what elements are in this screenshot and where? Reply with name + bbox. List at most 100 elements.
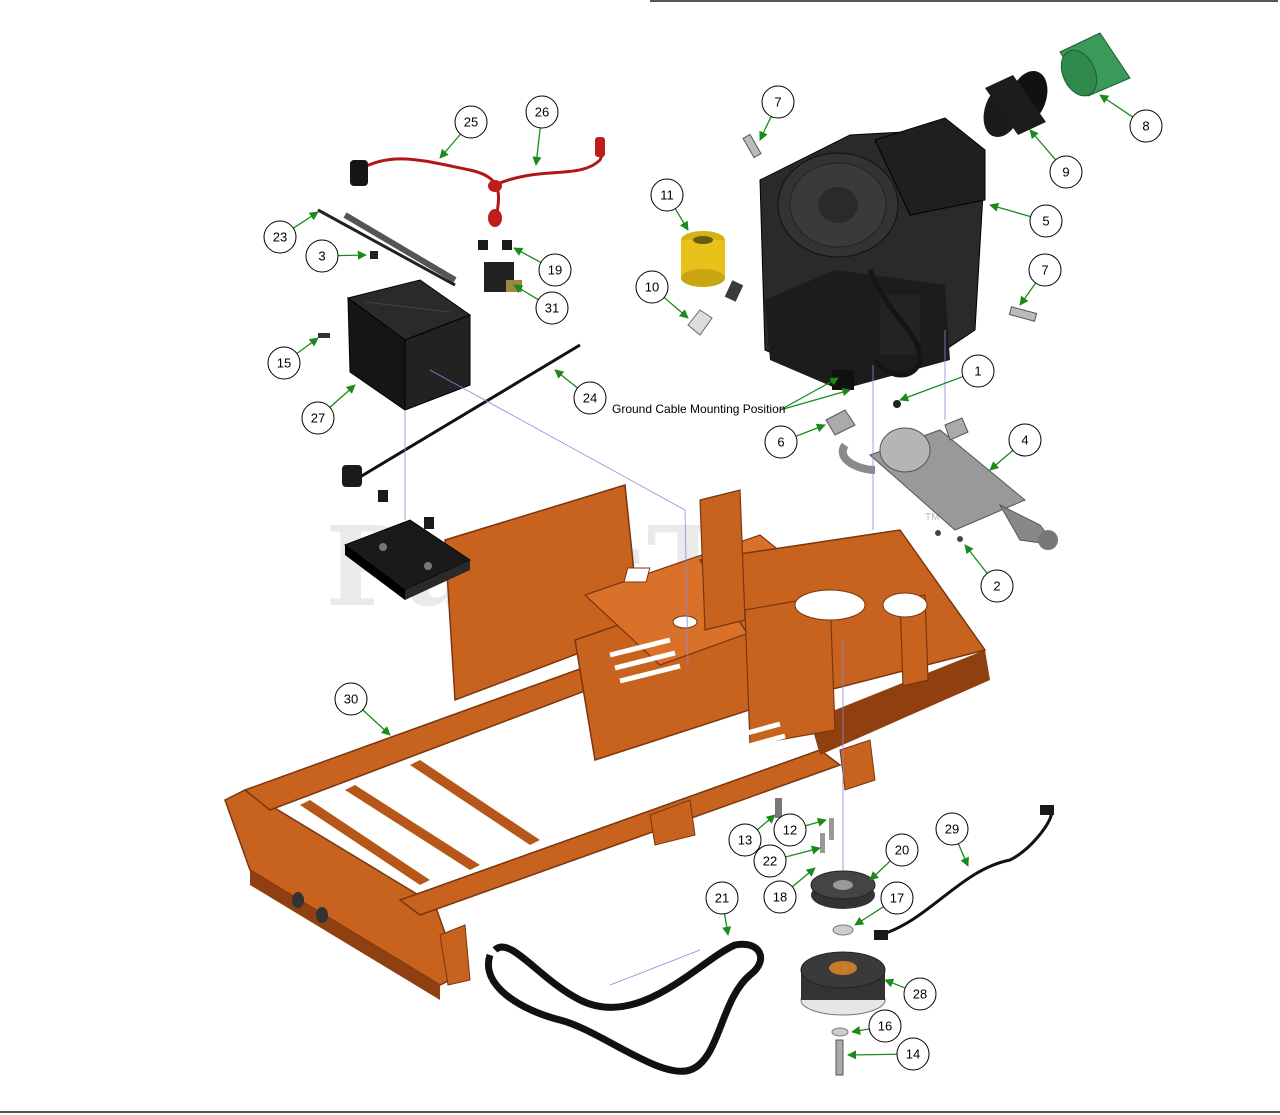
callout-number: 17 — [890, 891, 904, 906]
nut-3 — [370, 251, 378, 259]
callout-leader — [957, 843, 969, 867]
callout-leader — [513, 247, 542, 264]
battery-cable-red — [350, 157, 502, 227]
callout-number: 3 — [318, 249, 325, 264]
callout-balloon — [903, 977, 937, 1011]
callout-leader — [759, 116, 772, 141]
hold-down-rod — [317, 208, 457, 287]
callout-balloon — [773, 813, 807, 847]
callout-c19: 19 — [513, 247, 572, 287]
pto-clutch — [800, 951, 886, 1016]
callout-leader — [362, 709, 391, 736]
callout-balloon — [635, 270, 669, 304]
callout-number: 27 — [311, 411, 325, 426]
callout-number: 15 — [277, 356, 291, 371]
callout-number: 24 — [583, 391, 597, 406]
callout-balloon — [573, 381, 607, 415]
callout-balloon — [301, 401, 335, 435]
bolt-15 — [318, 333, 330, 338]
cable-red-26 — [488, 137, 605, 192]
callout-c18: 18 — [763, 867, 816, 914]
callout-balloon — [1049, 155, 1083, 189]
callout-balloon — [980, 569, 1014, 603]
callout-number: 22 — [763, 854, 777, 869]
key-22 — [820, 833, 825, 853]
callout-balloon — [896, 1037, 930, 1071]
callout-number: 11 — [660, 188, 674, 203]
solenoid — [478, 240, 522, 292]
callout-leader — [663, 296, 689, 319]
air-filter-sleeve — [1059, 32, 1131, 97]
callout-balloon — [880, 881, 914, 915]
callout-c23: 23 — [263, 211, 319, 254]
spark-plug-top — [742, 133, 762, 159]
callout-balloon — [263, 220, 297, 254]
callout-c6: 6 — [764, 423, 826, 459]
callout-balloon — [1129, 109, 1163, 143]
callout-number: 21 — [715, 891, 729, 906]
callout-balloon — [705, 881, 739, 915]
callout-balloon — [1029, 204, 1063, 238]
callout-number: 20 — [895, 843, 909, 858]
callout-number: 6 — [777, 435, 784, 450]
guide-lines — [404, 330, 946, 986]
oil-filter — [681, 231, 725, 287]
callout-number: 2 — [993, 579, 1000, 594]
callout-c4: 4 — [989, 423, 1042, 471]
battery — [346, 279, 472, 411]
callout-leader — [899, 375, 964, 402]
callout-c29: 29 — [935, 812, 969, 867]
callout-balloon — [267, 346, 301, 380]
callout-leader — [805, 817, 827, 827]
spark-plug-right — [1008, 306, 1038, 322]
callout-balloon — [764, 425, 798, 459]
callout-balloon — [961, 354, 995, 388]
callout-c24: 24 — [554, 369, 607, 415]
ground-cable-note-text: Ground Cable Mounting Position — [612, 402, 785, 416]
callout-c22: 22 — [753, 844, 821, 878]
callout-c12: 12 — [773, 813, 827, 847]
fuel-filter — [687, 280, 744, 336]
callout-c26: 26 — [525, 95, 559, 166]
callout-balloon — [1028, 253, 1062, 287]
callout-leader — [785, 845, 821, 858]
callout-c14: 14 — [847, 1037, 930, 1071]
callout-balloon — [525, 95, 559, 129]
trademark-mark: TM — [925, 512, 939, 523]
callout-c8: 8 — [1099, 94, 1163, 143]
callout-c20: 20 — [869, 833, 919, 881]
wire-harness — [874, 805, 1054, 940]
callout-leader — [791, 867, 816, 888]
callout-leader — [293, 211, 319, 229]
callout-leader — [674, 208, 689, 231]
callout-c2: 2 — [964, 544, 1014, 603]
washer-16 — [831, 1027, 849, 1037]
callout-c11: 11 — [650, 178, 689, 231]
callout-leader — [532, 127, 542, 166]
callout-number: 7 — [1041, 263, 1048, 278]
callout-leader — [964, 544, 988, 574]
callout-leader — [337, 250, 367, 260]
washer-17 — [832, 924, 854, 936]
callout-leader — [869, 860, 891, 881]
callout-c25: 25 — [439, 105, 488, 159]
callout-number: 14 — [906, 1047, 920, 1062]
callout-balloon — [535, 291, 569, 325]
nut-1 — [893, 400, 901, 408]
callout-leader — [513, 284, 539, 301]
callout-layer: 1234567789101112131415161718192021222324… — [263, 85, 1163, 1071]
callout-balloon — [761, 85, 795, 119]
callout-c16: 16 — [851, 1009, 902, 1043]
callout-c1: 1 — [899, 354, 995, 402]
callout-leader — [722, 913, 732, 936]
callout-balloon — [885, 833, 919, 867]
nut-2b — [957, 536, 963, 542]
air-filter — [983, 70, 1048, 138]
nut-2a — [935, 530, 941, 536]
callout-leader — [554, 369, 578, 389]
bolt-13 — [775, 798, 782, 818]
callout-c5: 5 — [989, 202, 1063, 238]
callout-balloon — [454, 105, 488, 139]
callout-number: 13 — [738, 833, 752, 848]
